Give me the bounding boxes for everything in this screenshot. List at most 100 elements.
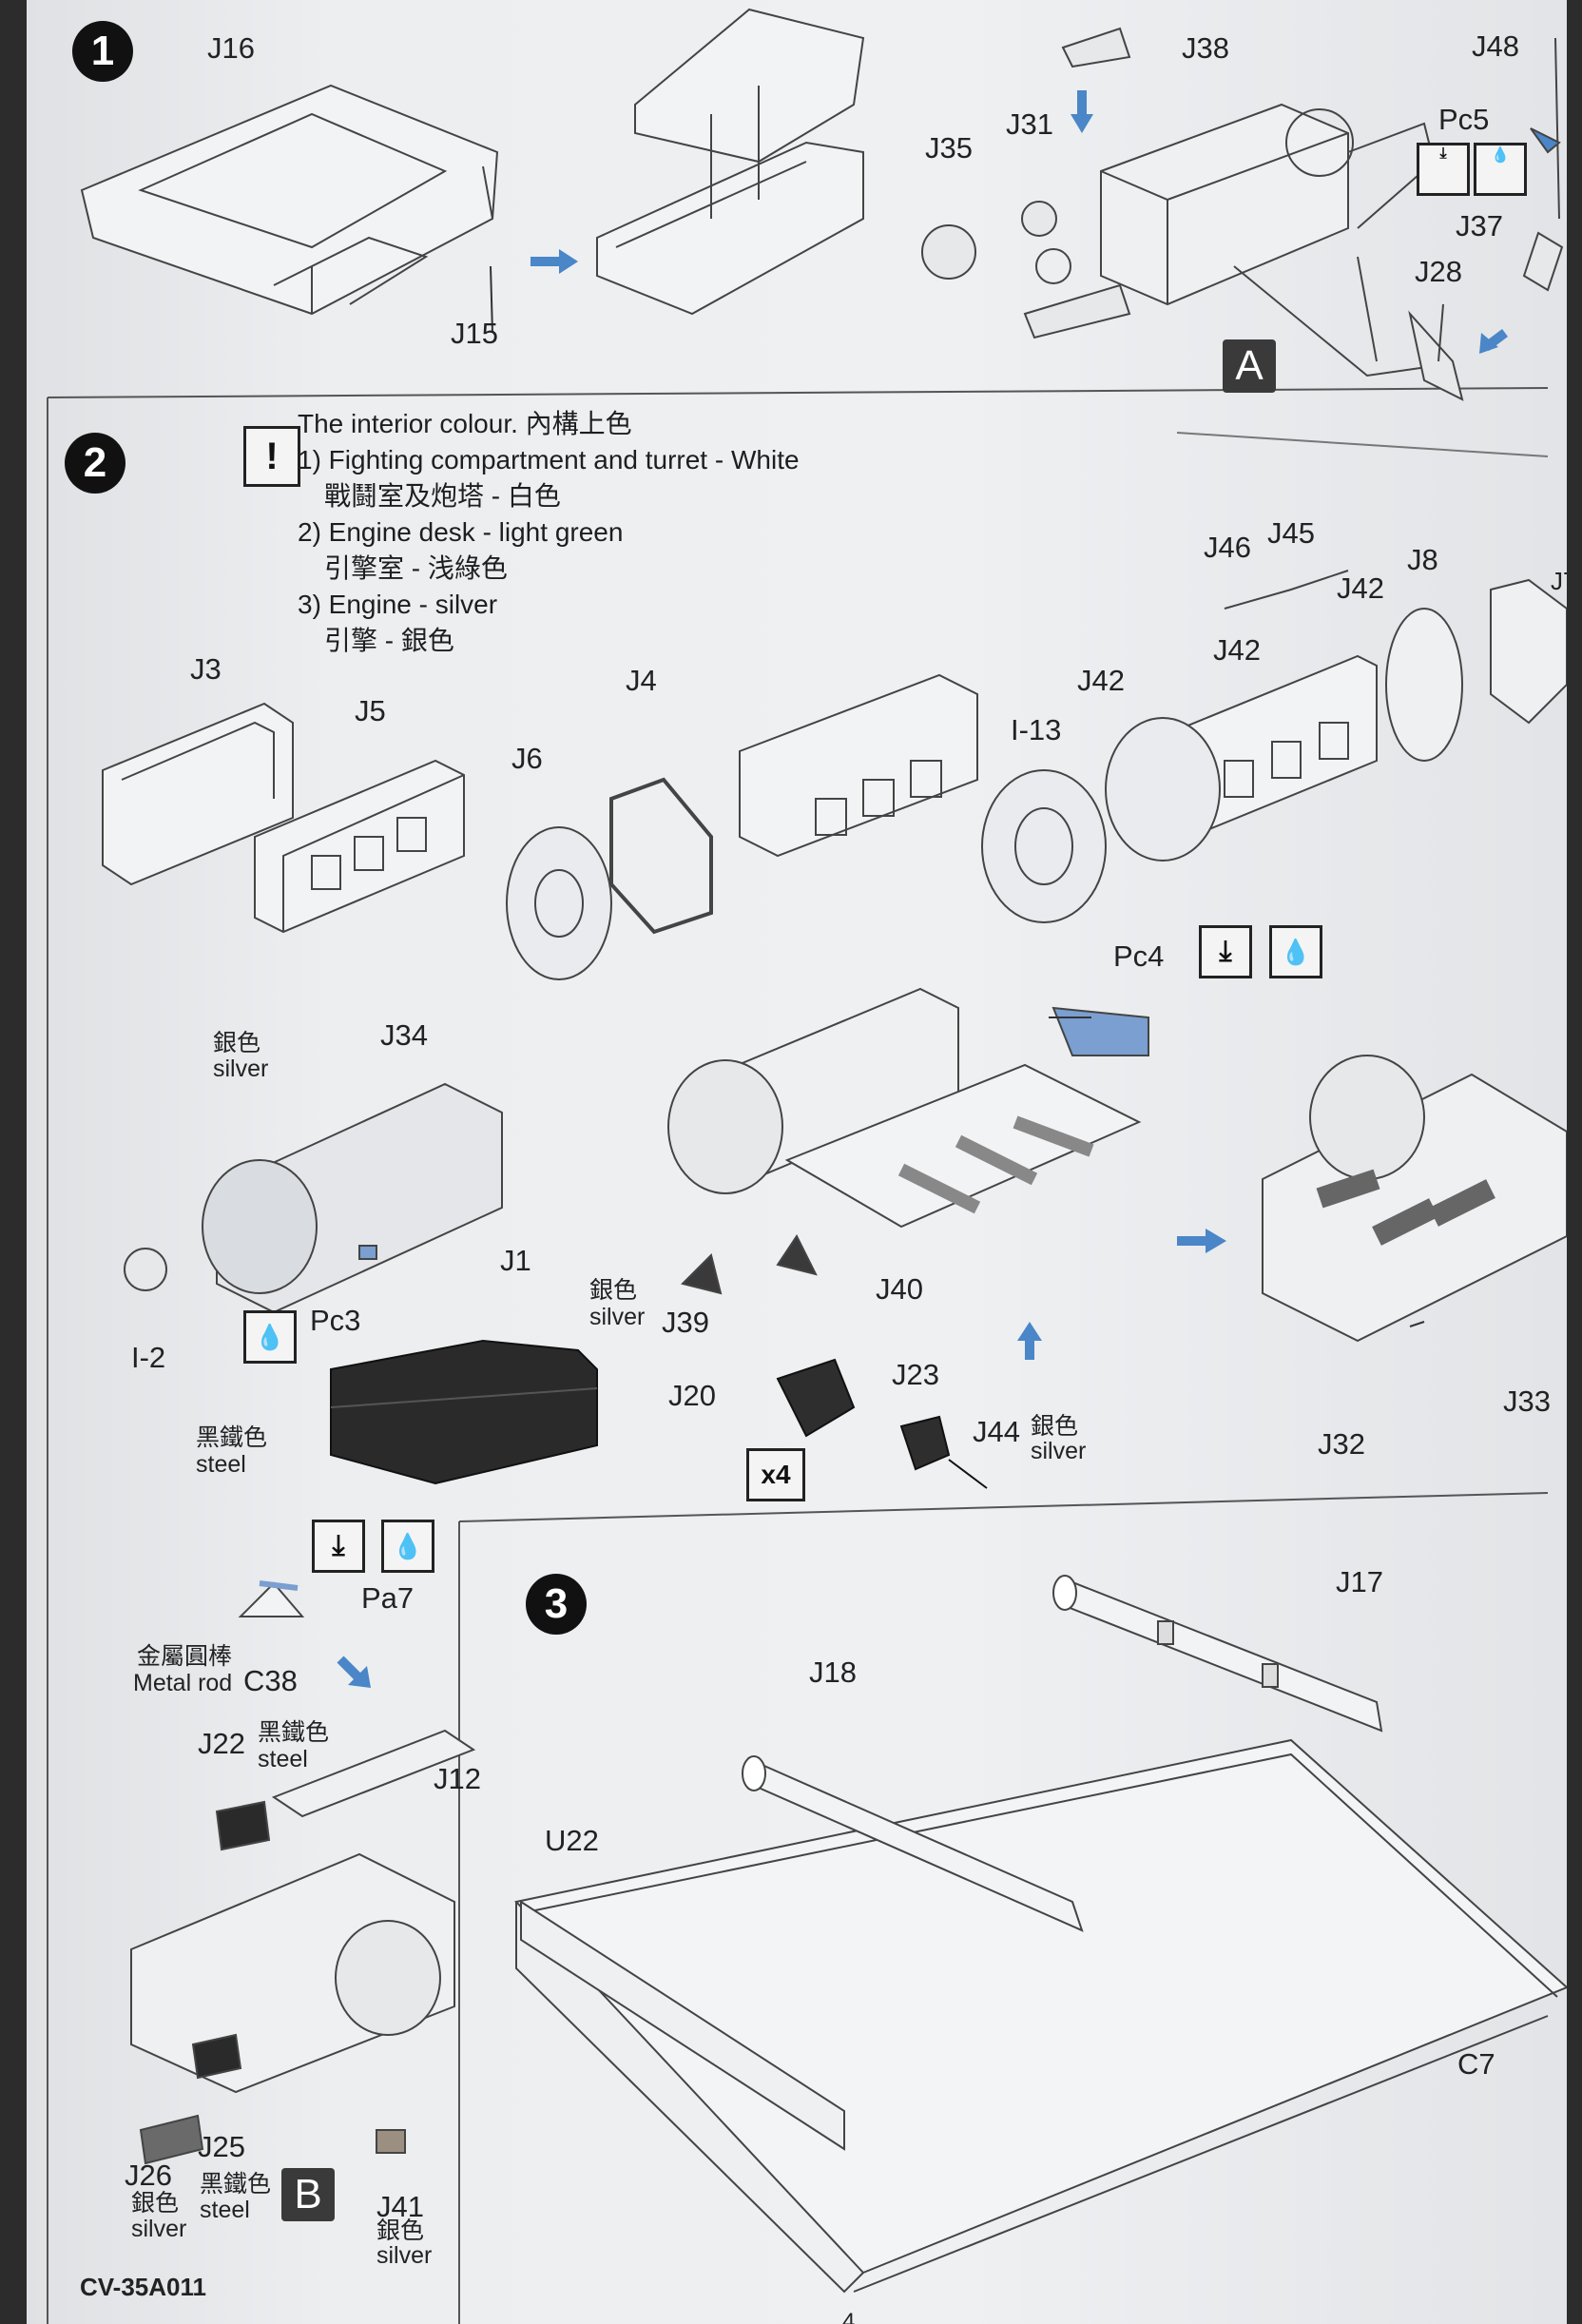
label-j46: J46 (1204, 531, 1251, 564)
label-j25: J25 (198, 2130, 245, 2163)
engine-block-j5 (254, 759, 465, 934)
label-j28: J28 (1415, 255, 1462, 288)
label-j32: J32 (1318, 1427, 1365, 1461)
label-j1: J1 (500, 1244, 531, 1277)
label-j6: J6 (511, 742, 543, 775)
label-silver-zh-1: 銀色 (213, 1030, 261, 1056)
label-silver-zh-4: 銀色 (131, 2190, 180, 2217)
label-silver-zh-2: 銀色 (589, 1277, 638, 1304)
label-j31: J31 (1006, 107, 1053, 141)
label-j34: J34 (380, 1018, 428, 1052)
label-j23: J23 (892, 1358, 939, 1391)
label-j42-b: J42 (1213, 633, 1261, 667)
label-pc5: Pc5 (1438, 103, 1490, 136)
cylinder-head-j20 (776, 1358, 988, 1489)
label-j22: J22 (198, 1727, 245, 1760)
label-j35: J35 (925, 131, 973, 165)
label-j7: J7 (1551, 567, 1567, 595)
label-metal-rod-zh: 金屬圓棒 (137, 1643, 233, 1670)
label-j8: J8 (1407, 543, 1438, 576)
label-j44: J44 (973, 1415, 1020, 1448)
axle-j17 (1052, 1575, 1383, 1733)
glue-icon-pc3: 💧 (243, 1310, 297, 1364)
glue-icon-pc4: 💧 (1269, 925, 1322, 978)
label-silver-4: silver (131, 2216, 187, 2242)
engine-silver (124, 1082, 503, 1314)
label-c38: C38 (243, 1664, 298, 1697)
label-steel-3: steel (200, 2197, 250, 2223)
oil-pan-j1 (330, 1339, 598, 1485)
label-silver-5: silver (376, 2242, 433, 2269)
label-j18: J18 (809, 1656, 857, 1689)
hull-part-assembled (596, 8, 865, 316)
note-line1-zh: 戰鬪室及炮塔 - 白色 (324, 481, 561, 511)
label-j20: J20 (668, 1379, 716, 1412)
sub-assembly-a-badge: A (1223, 339, 1276, 393)
label-steel-zh-2: 黑鐵色 (258, 1719, 330, 1746)
axle-j18 (742, 1755, 1084, 1932)
label-u22: U22 (545, 1824, 599, 1857)
label-j48: J48 (1472, 29, 1519, 63)
step-badge-2: 2 (65, 433, 125, 494)
label-j39: J39 (662, 1306, 709, 1339)
label-steel-zh-3: 黑鐵色 (200, 2171, 272, 2198)
label-silver-zh-5: 銀色 (376, 2217, 425, 2244)
engine-b (130, 1729, 476, 2165)
label-i13: I-13 (1011, 713, 1062, 746)
sub-assembly-b-badge: B (281, 2168, 335, 2221)
cut-icon-pc4: ⤓ (1199, 925, 1252, 978)
label-silver-1: silver (213, 1055, 269, 1082)
label-j4: J4 (626, 664, 657, 697)
hull-floor (514, 1738, 1567, 2294)
cut-icon-pc5: ⤓ (1417, 143, 1470, 196)
label-i2: I-2 (131, 1341, 166, 1374)
label-silver-zh-3: 銀色 (1031, 1413, 1079, 1440)
page-number: 4 (842, 2309, 856, 2324)
note-line2: 2) Engine desk - light green (298, 517, 624, 547)
warning-icon: ! (243, 426, 300, 487)
label-j45: J45 (1267, 516, 1315, 550)
step-badge-3: 3 (526, 1574, 587, 1635)
engine-block-upper (739, 673, 978, 858)
note-line1: 1) Fighting compartment and turret - Whi… (298, 445, 800, 474)
engine-right (1105, 570, 1567, 862)
label-pc3: Pc3 (310, 1304, 361, 1337)
metal-rod-c38 (238, 1580, 305, 1617)
label-silver-2: silver (589, 1304, 646, 1330)
instruction-page: { "steps": [ {"number": "1"}, {"number":… (27, 0, 1567, 2324)
engine-finished (1262, 1055, 1567, 1343)
note-line3: 3) Engine - silver (298, 590, 498, 619)
label-c7: C7 (1457, 2047, 1495, 2081)
label-j3: J3 (190, 652, 222, 686)
flywheel-j6 (506, 826, 612, 980)
label-j5: J5 (355, 694, 386, 727)
label-j37: J37 (1456, 209, 1503, 242)
glue-icon-pa7: 💧 (381, 1520, 434, 1573)
engine-housing-j3 (102, 702, 294, 886)
gasket-j4 (609, 777, 713, 935)
cover-i13 (981, 769, 1107, 923)
label-j26: J26 (125, 2159, 172, 2192)
note-title: The interior colour. 內構上色 (298, 409, 632, 438)
label-silver-3: silver (1031, 1438, 1087, 1464)
label-j40: J40 (876, 1272, 923, 1306)
label-j42-a: J42 (1337, 571, 1384, 605)
step-badge-1: 1 (72, 21, 133, 82)
product-code: CV-35A011 (80, 2273, 206, 2301)
engine-center-assembly (667, 987, 1149, 1295)
label-j17: J17 (1336, 1565, 1383, 1598)
label-pc4: Pc4 (1113, 939, 1165, 973)
instruction-line-art (47, 8, 1567, 2324)
glue-icon-pc5: 💧 (1474, 143, 1527, 196)
label-j41: J41 (376, 2190, 424, 2223)
side-rail-u22 (520, 1900, 845, 2151)
label-steel-1: steel (196, 1451, 246, 1478)
label-steel-2: steel (258, 1746, 308, 1772)
note-line2-zh: 引擎室 - 浅綠色 (324, 553, 508, 583)
note-line3-zh: 引擎 - 銀色 (324, 626, 454, 655)
cut-icon-pa7: ⤓ (312, 1520, 365, 1573)
label-j38: J38 (1182, 31, 1229, 65)
transmission-assembly (921, 27, 1564, 401)
label-j16: J16 (207, 31, 255, 65)
label-j42-c: J42 (1077, 664, 1125, 697)
